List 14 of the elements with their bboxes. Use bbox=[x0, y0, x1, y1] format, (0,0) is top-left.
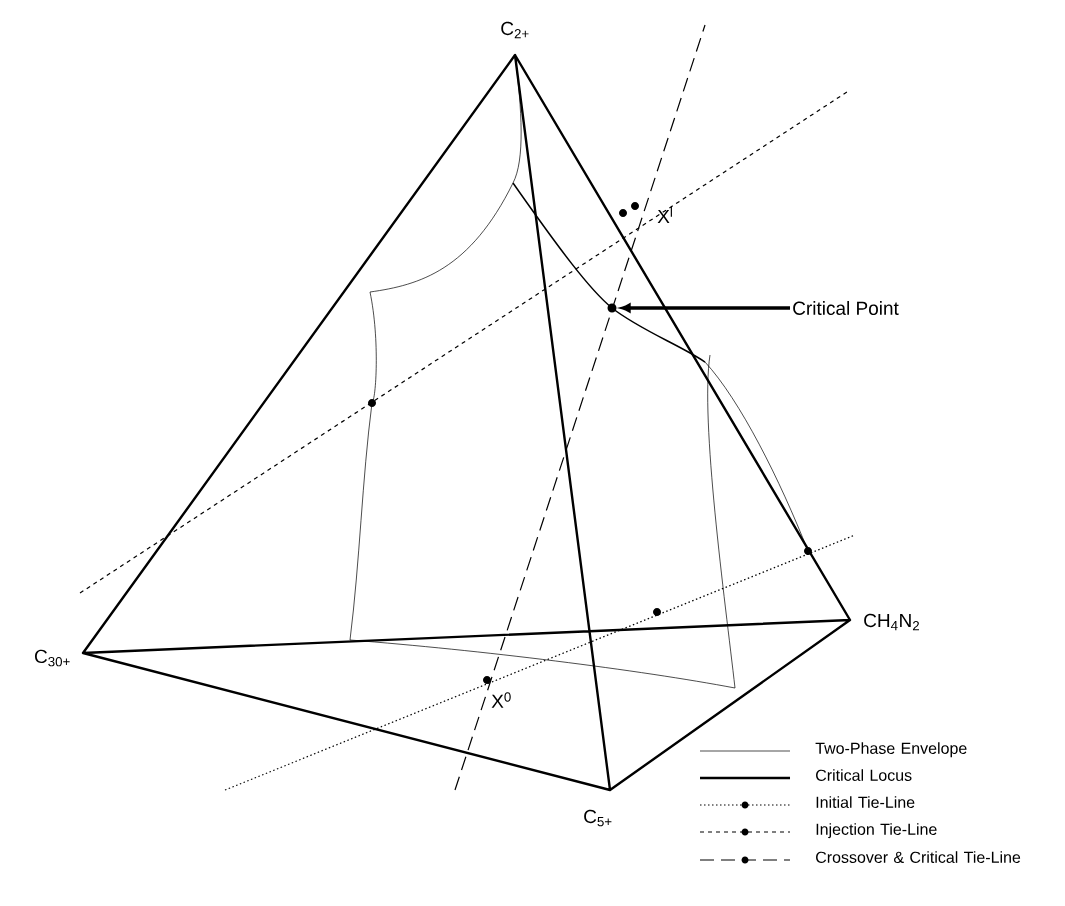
legend-text: Initial Tie-Line bbox=[816, 796, 915, 808]
callout-text: Critical Point bbox=[793, 301, 899, 315]
legend-text: Critical Locus bbox=[816, 769, 912, 781]
legend-text: Crossover & Critical Tie-Line bbox=[816, 851, 1021, 863]
legend-text: Injection Tie-Line bbox=[816, 823, 937, 839]
legend-text: Two-Phase Envelope bbox=[815, 742, 967, 758]
vertex-label: C$_{5+}$ bbox=[584, 809, 612, 827]
leader-arrow bbox=[620, 303, 790, 313]
vertex-label: C$_{2+}$ bbox=[501, 21, 529, 39]
point-label: X$^{l}$ bbox=[657, 207, 672, 223]
vertex-label: CH$_{4}$N$_{2}$ bbox=[864, 613, 919, 631]
critical-point bbox=[607, 303, 617, 313]
vertex-label: C$_{30+}$ bbox=[35, 649, 70, 667]
point-label: X$^{0}$ bbox=[491, 692, 511, 708]
